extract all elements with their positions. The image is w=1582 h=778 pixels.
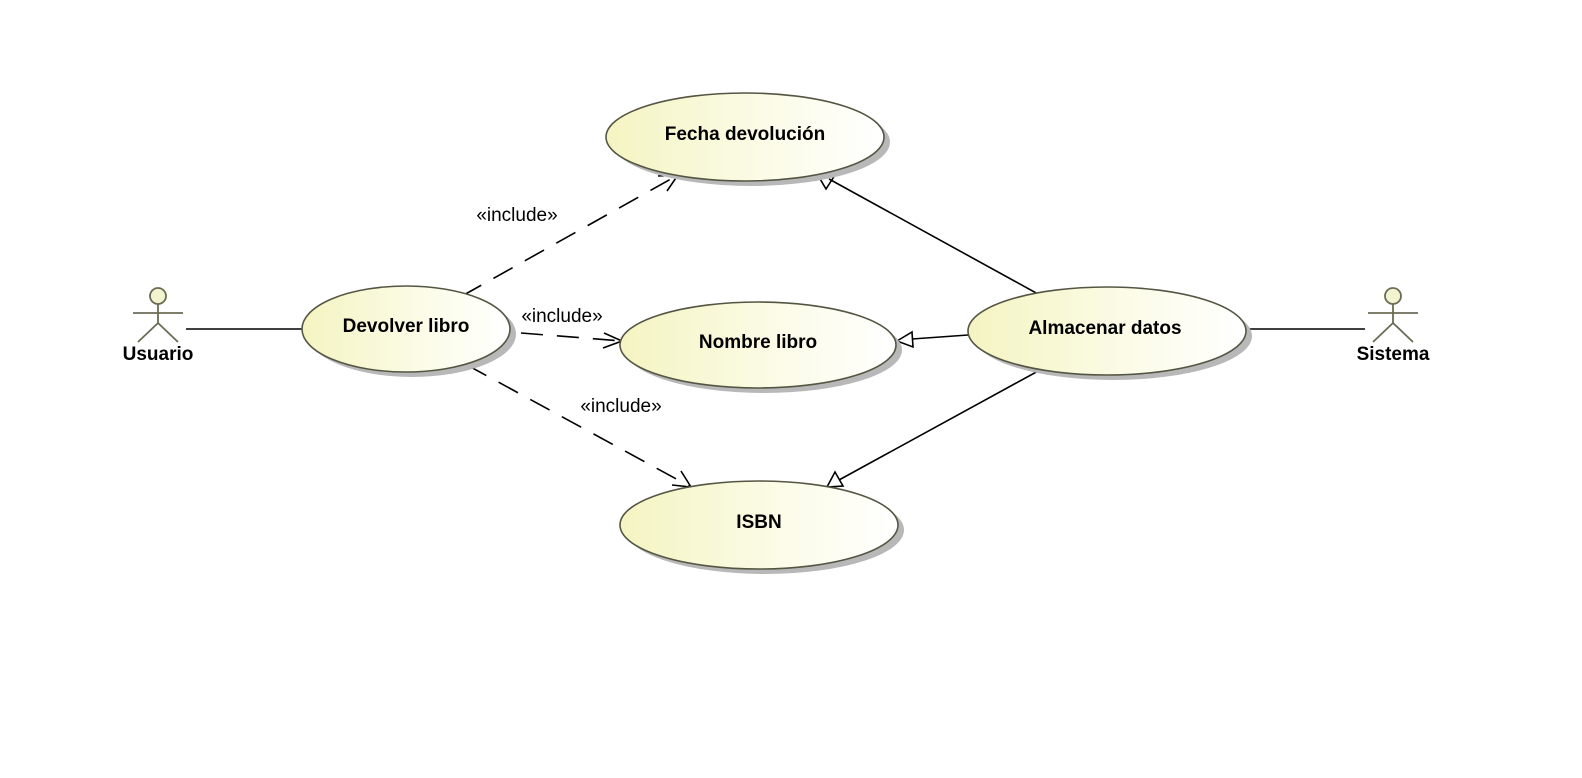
actor-stick-figure-icon: [1368, 287, 1418, 343]
include-stereotype-nombre: «include»: [521, 306, 602, 327]
use-case-label: Almacenar datos: [1028, 318, 1181, 339]
include-to-isbn: [466, 364, 693, 488]
use-case-nombre-libro[interactable]: Nombre libro: [619, 301, 902, 393]
use-case-fecha-devolucion[interactable]: Fecha devolución: [605, 92, 890, 186]
use-case-devolver-libro[interactable]: Devolver libro: [301, 285, 516, 377]
include-to-nombre: [520, 332, 625, 349]
include-to-fecha: [461, 174, 680, 297]
include-stereotype-isbn: «include»: [580, 396, 661, 417]
use-case-label: Nombre libro: [699, 332, 817, 353]
actor-usuario[interactable]: Usuario: [123, 287, 194, 365]
include-stereotype-fecha: «include»: [476, 205, 557, 226]
generalization-almacenar-nombre: [895, 330, 969, 349]
use-case-isbn[interactable]: ISBN: [619, 480, 904, 574]
use-case-label: ISBN: [736, 512, 781, 533]
use-case-label: Fecha devolución: [665, 124, 825, 145]
actor-label: Sistema: [1357, 344, 1430, 365]
use-case-almacenar-datos[interactable]: Almacenar datos: [967, 286, 1252, 380]
generalization-almacenar-isbn: [825, 369, 1041, 488]
actor-label: Usuario: [123, 344, 194, 365]
actor-stick-figure-icon: [133, 287, 183, 343]
use-case-label: Devolver libro: [343, 316, 470, 337]
actor-sistema[interactable]: Sistema: [1357, 287, 1430, 365]
generalization-almacenar-fecha: [814, 170, 1039, 295]
